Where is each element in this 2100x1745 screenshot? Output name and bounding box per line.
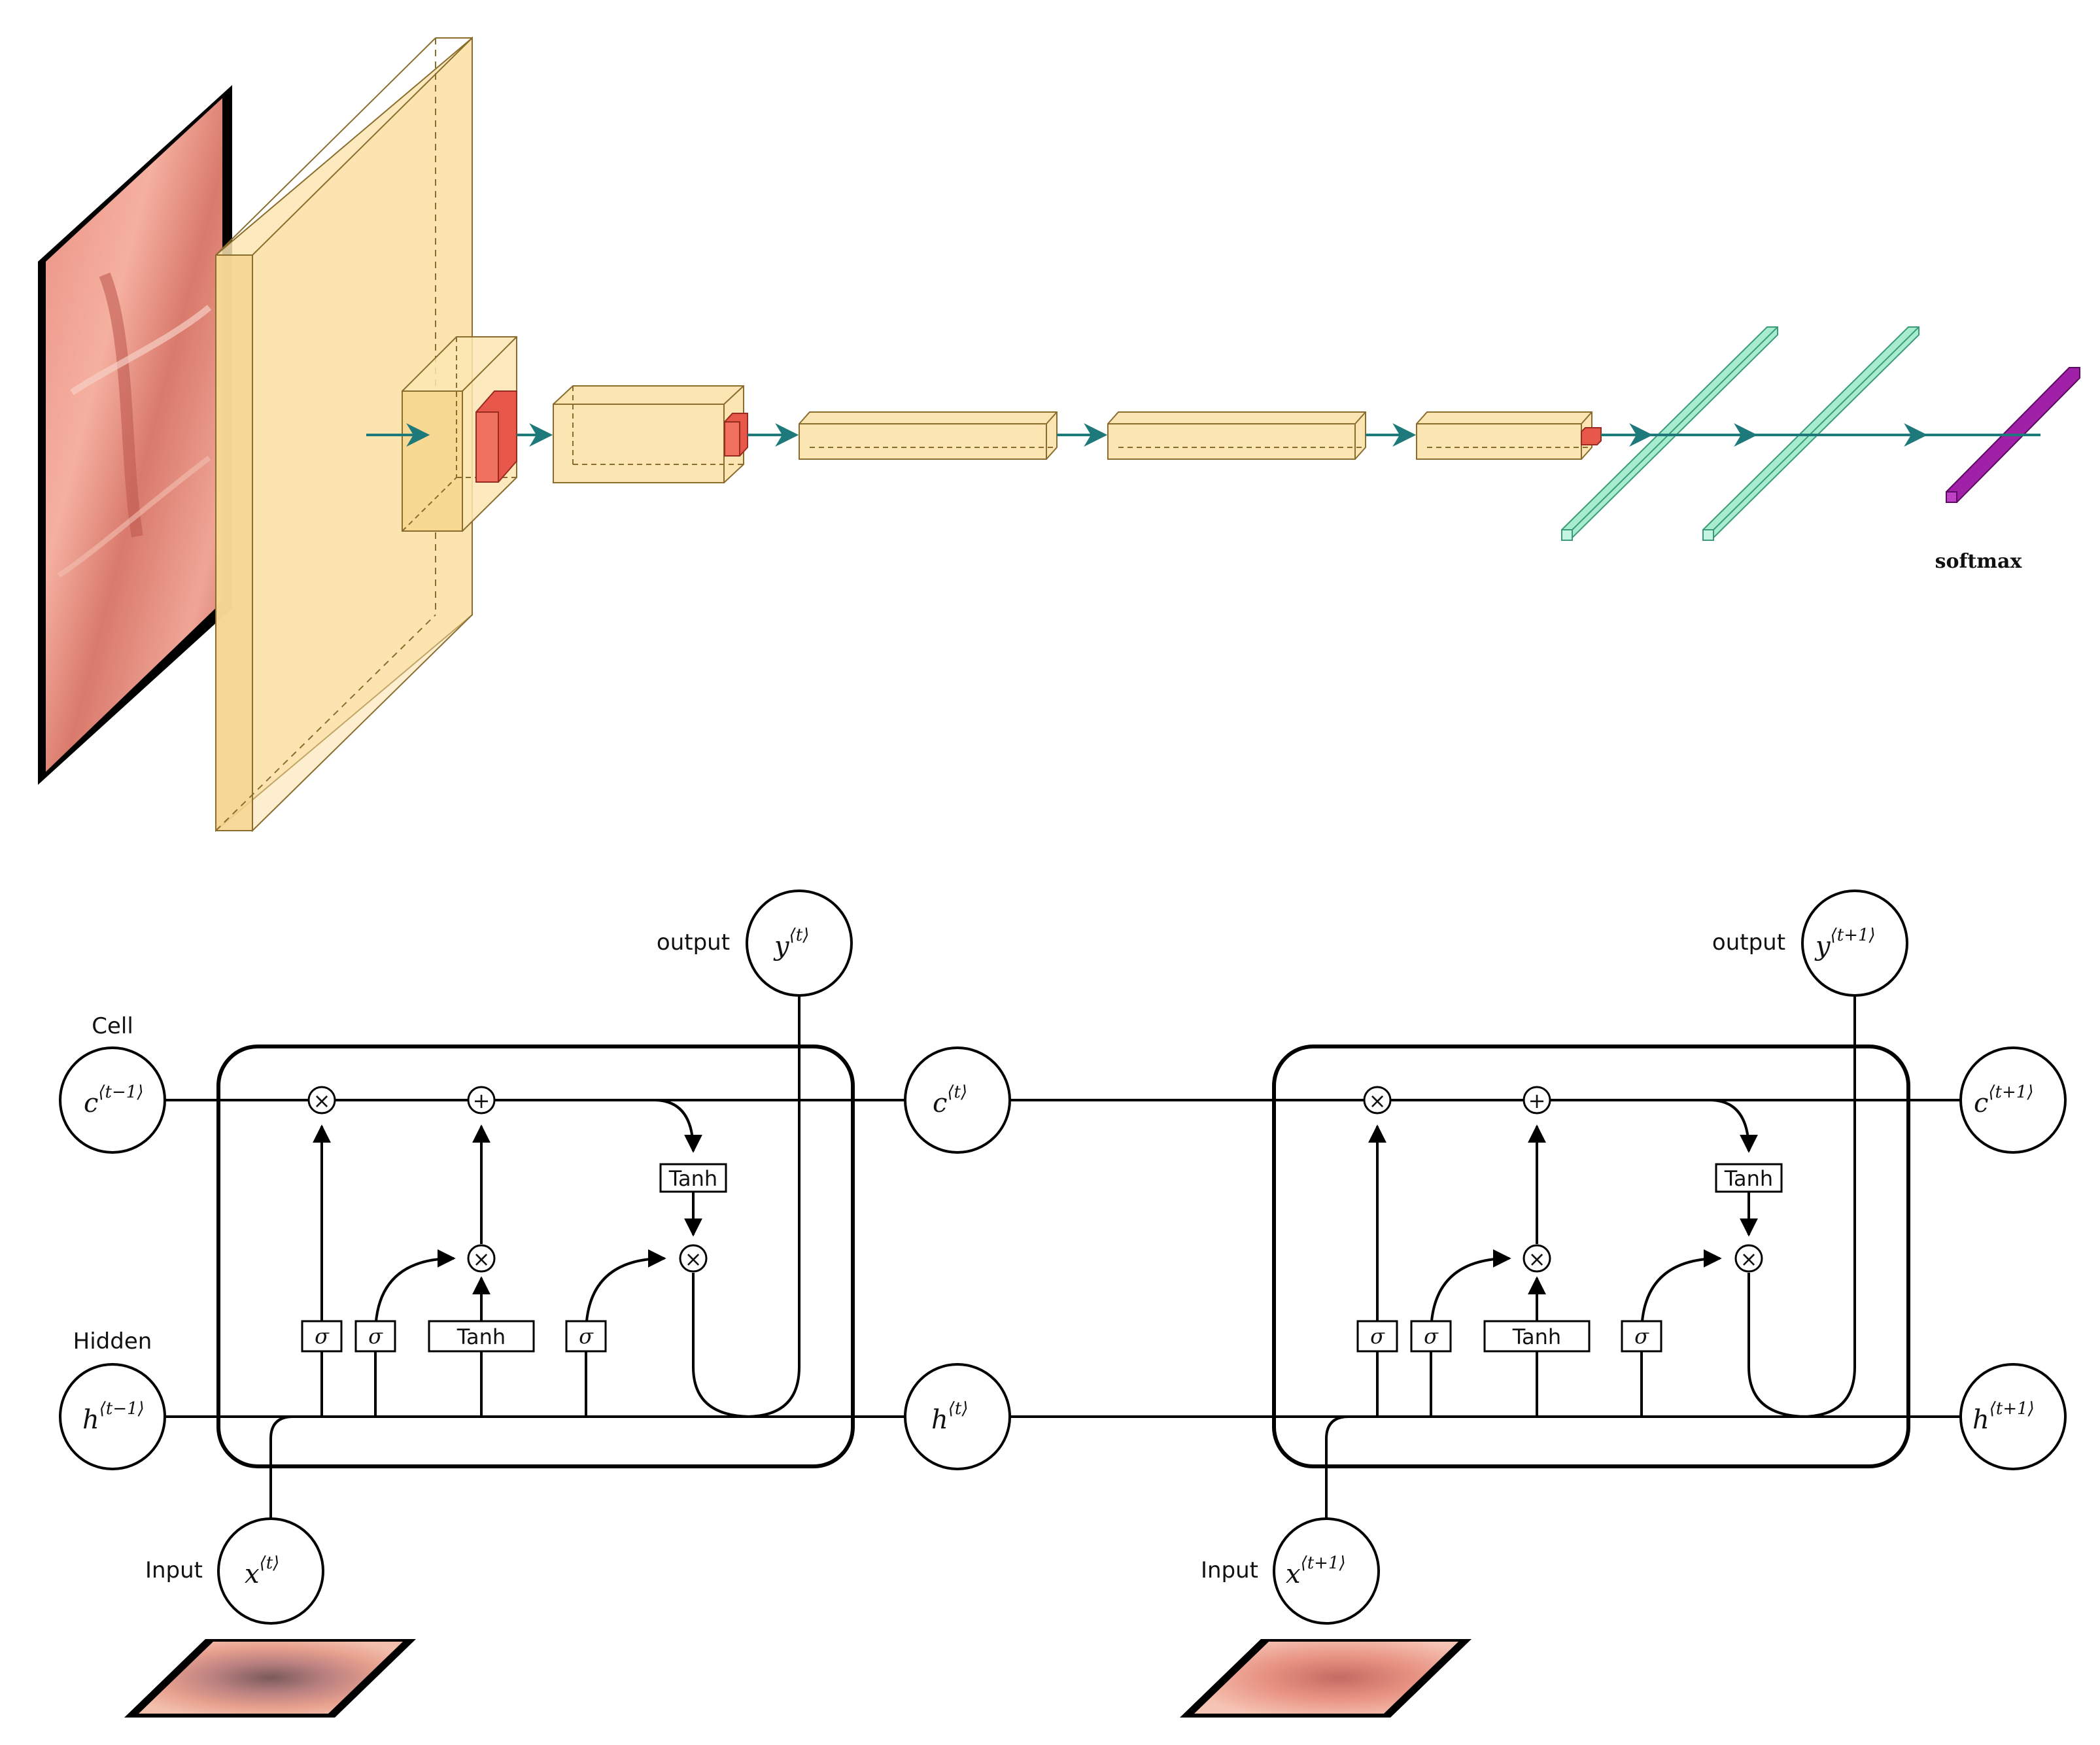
svg-text:×: × <box>685 1247 702 1271</box>
input-label-1: Input <box>145 1557 203 1583</box>
gate-candidate-tanh: Tanh <box>1483 1320 1591 1353</box>
svg-text:+: + <box>473 1088 491 1113</box>
svg-text:h⟨t−1⟩: h⟨t−1⟩ <box>82 1399 145 1435</box>
svg-text:c⟨t+1⟩: c⟨t+1⟩ <box>1974 1082 2033 1118</box>
node-c-t1: c⟨t+1⟩ <box>1959 1046 2067 1154</box>
node-y-t1: y⟨t+1⟩ <box>1801 890 1908 997</box>
add-op: + <box>467 1086 496 1114</box>
output-multiply-op: × <box>1734 1244 1763 1273</box>
svg-text:x⟨t+1⟩: x⟨t+1⟩ <box>1286 1553 1346 1589</box>
output-multiply-op: × <box>679 1244 708 1273</box>
svg-text:c⟨t−1⟩: c⟨t−1⟩ <box>84 1082 143 1118</box>
svg-text:h⟨t⟩: h⟨t⟩ <box>931 1399 969 1435</box>
output-label-1: output <box>657 929 730 956</box>
svg-text:σ: σ <box>579 1324 594 1349</box>
softmax-label: softmax <box>1935 550 2023 573</box>
lstm-cell-2: × + × × σ σ T <box>1271 997 1961 1544</box>
svg-text:σ: σ <box>1634 1324 1649 1349</box>
svg-text:×: × <box>1528 1247 1546 1271</box>
cell-tanh-box: Tanh <box>659 1163 727 1193</box>
conv-block-1 <box>215 36 473 833</box>
cell-row-label: Cell <box>92 1013 133 1039</box>
svg-text:x⟨t⟩: x⟨t⟩ <box>245 1553 279 1589</box>
svg-text:Tanh: Tanh <box>456 1324 506 1349</box>
input-multiply-op: × <box>1523 1244 1551 1273</box>
fc-layer-2 <box>1702 326 1919 541</box>
svg-text:σ: σ <box>368 1324 383 1349</box>
gate-candidate-tanh: Tanh <box>428 1320 535 1353</box>
input-multiply-op: × <box>467 1244 496 1273</box>
gate-forget-sigma: σ <box>301 1320 343 1353</box>
svg-text:×: × <box>473 1247 491 1271</box>
node-x-t1: x⟨t+1⟩ <box>1273 1517 1380 1625</box>
svg-text:Tanh: Tanh <box>668 1166 717 1191</box>
forget-multiply-op: × <box>1363 1086 1392 1114</box>
svg-text:×: × <box>1369 1088 1386 1113</box>
node-h-prev: h⟨t−1⟩ <box>59 1363 166 1470</box>
pool-layer-3 <box>1581 427 1602 445</box>
gate-input-sigma: σ <box>1410 1320 1452 1353</box>
lstm-unrolled: Cell Hidden c⟨t−1⟩ h⟨t−1⟩ <box>59 890 2067 1718</box>
cell-tanh-box: Tanh <box>1715 1163 1783 1193</box>
svg-text:Tanh: Tanh <box>1724 1166 1773 1191</box>
cnn-pipeline: softmax <box>38 36 2080 833</box>
svg-text:+: + <box>1528 1088 1546 1113</box>
svg-text:y⟨t+1⟩: y⟨t+1⟩ <box>1814 925 1876 961</box>
svg-text:c⟨t⟩: c⟨t⟩ <box>933 1082 967 1118</box>
gate-output-sigma: σ <box>1621 1320 1662 1353</box>
node-y-t: y⟨t⟩ <box>746 890 853 997</box>
node-c-t: c⟨t⟩ <box>904 1046 1011 1154</box>
svg-text:×: × <box>1740 1247 1758 1271</box>
node-x-t: x⟨t⟩ <box>217 1517 324 1625</box>
node-h-t: h⟨t⟩ <box>904 1363 1011 1470</box>
node-c-prev: c⟨t−1⟩ <box>59 1046 166 1154</box>
input-frame-image-2 <box>1180 1639 1472 1718</box>
svg-text:σ: σ <box>1424 1324 1439 1349</box>
gate-forget-sigma: σ <box>1356 1320 1398 1353</box>
output-label-2: output <box>1712 929 1785 956</box>
conv-block-3 <box>553 385 744 483</box>
gate-output-sigma: σ <box>565 1320 607 1353</box>
svg-text:σ: σ <box>1370 1324 1385 1349</box>
pool-layer-1 <box>475 390 517 483</box>
pool-layer-2 <box>724 413 748 457</box>
svg-text:σ: σ <box>315 1324 330 1349</box>
svg-text:Tanh: Tanh <box>1512 1324 1561 1349</box>
input-label-2: Input <box>1201 1557 1258 1583</box>
add-op: + <box>1523 1086 1551 1114</box>
input-endoscopy-image <box>38 85 232 785</box>
svg-text:y⟨t⟩: y⟨t⟩ <box>773 925 809 961</box>
hidden-row-label: Hidden <box>73 1328 152 1355</box>
lstm-cell-1: × + × × σ σ <box>165 997 905 1544</box>
node-h-t1: h⟨t+1⟩ <box>1959 1363 2067 1470</box>
input-frame-image-1 <box>124 1639 416 1718</box>
conv-block-4 <box>799 411 1058 460</box>
forget-multiply-op: × <box>307 1086 336 1114</box>
gate-input-sigma: σ <box>354 1320 396 1353</box>
conv-block-5 <box>1107 411 1366 460</box>
svg-text:h⟨t+1⟩: h⟨t+1⟩ <box>1972 1399 2035 1435</box>
svg-text:×: × <box>313 1088 331 1113</box>
fc-layer-1 <box>1561 326 1778 541</box>
conv-block-6 <box>1416 411 1592 460</box>
